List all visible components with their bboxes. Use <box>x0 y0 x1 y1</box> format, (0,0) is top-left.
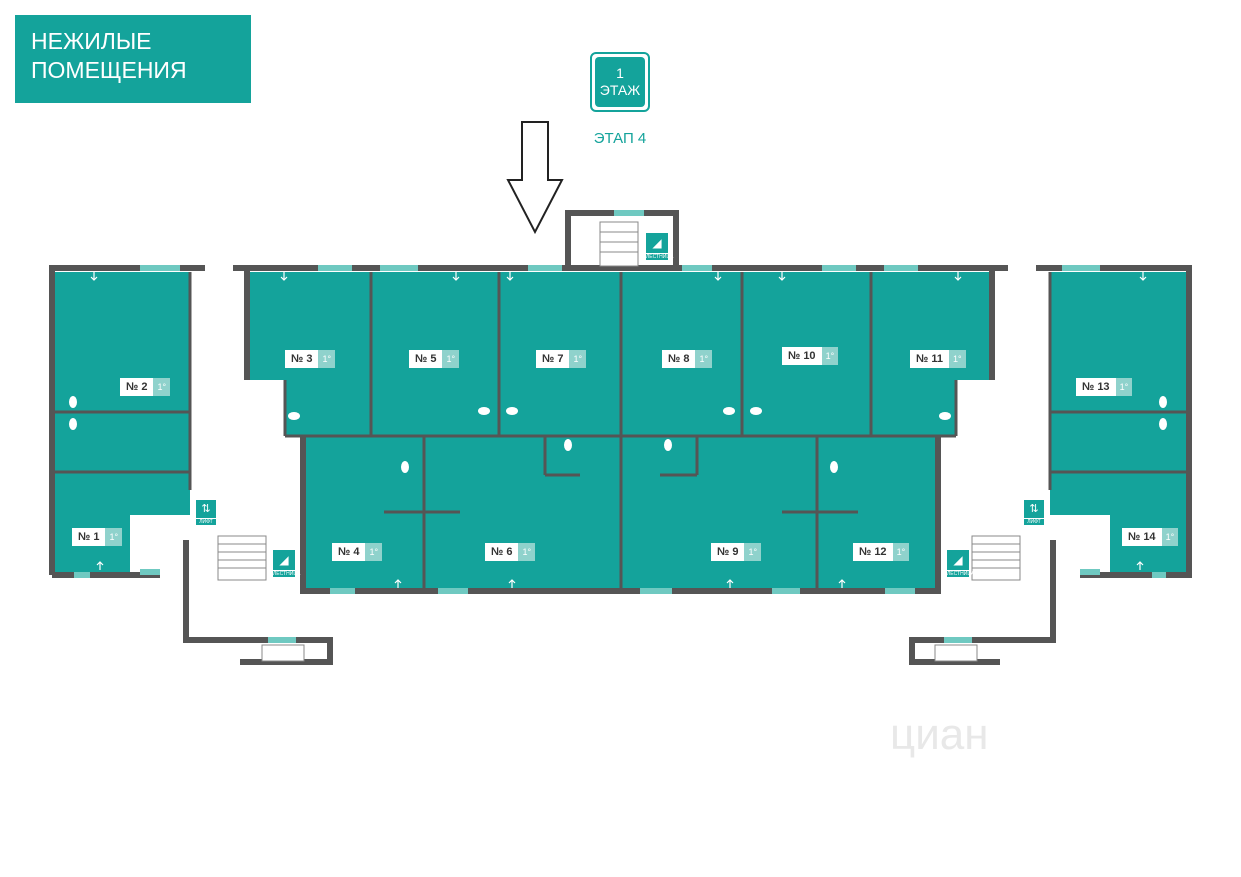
elevator-icon: ⇅ЛИФТ <box>1024 500 1044 526</box>
stairs-icon: ◢ЛЕСТНИЦА <box>646 233 673 260</box>
elevator-icon: ⇅ЛИФТ <box>196 500 216 526</box>
title-line-1: НЕЖИЛЫЕ <box>31 28 152 54</box>
arrow-down-icon <box>506 121 564 235</box>
floor-label: ЭТАЖ <box>599 82 641 98</box>
floor-number: 1 <box>616 65 624 81</box>
stairs-icon: ◢ЛЕСТНИЦА <box>947 550 974 577</box>
stairs <box>217 221 1021 662</box>
title-line-2: ПОМЕЩЕНИЯ <box>31 57 187 83</box>
watermark: циан <box>890 710 989 759</box>
windows <box>74 210 1166 643</box>
floor-badge[interactable]: 1 ЭТАЖ <box>590 52 650 112</box>
toilet-icon <box>69 396 1167 473</box>
stage-label: ЭТАП 4 <box>593 130 647 147</box>
stairs-icon: ◢ЛЕСТНИЦА <box>273 550 300 577</box>
section-title: НЕЖИЛЫЕ ПОМЕЩЕНИЯ <box>15 15 251 103</box>
